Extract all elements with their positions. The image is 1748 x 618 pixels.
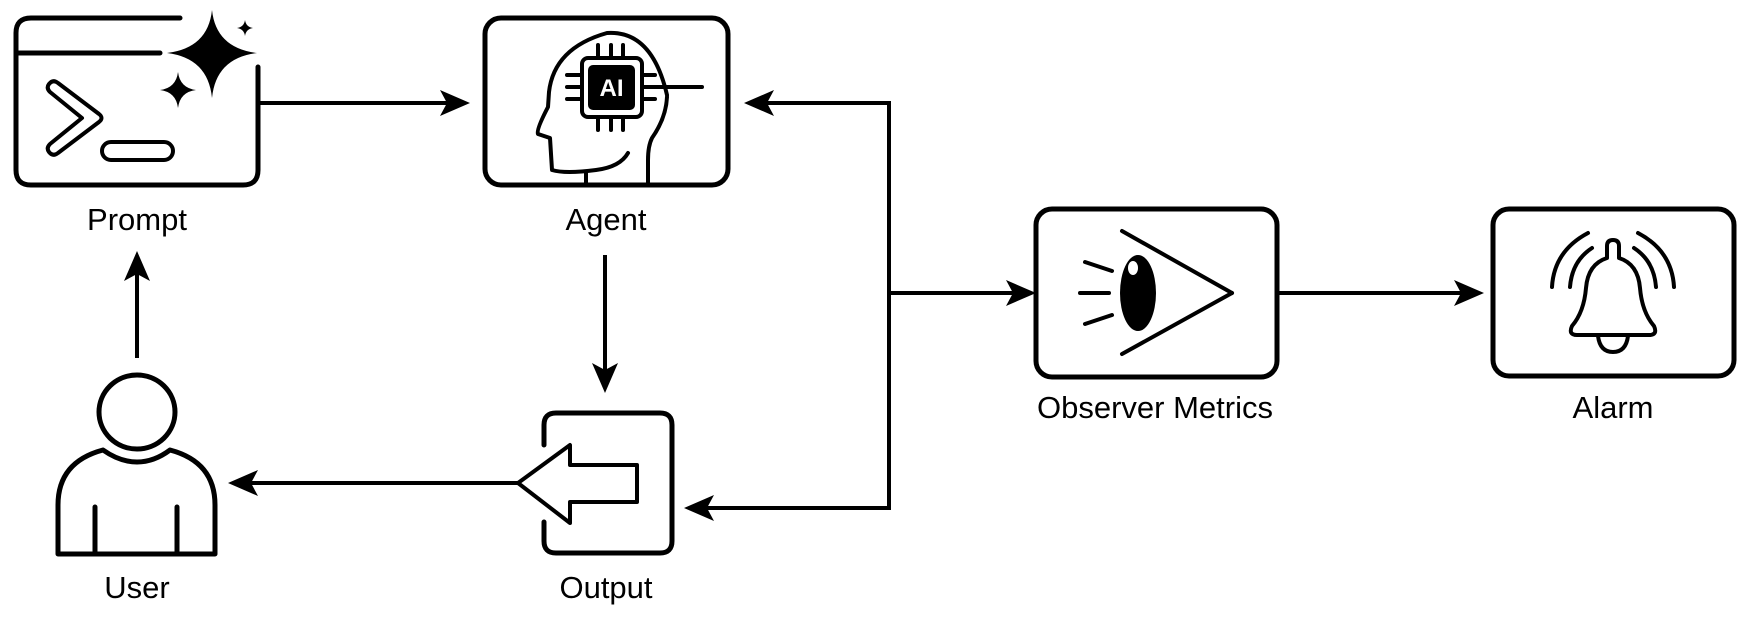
- prompt-chevron-icon: [45, 79, 104, 157]
- sparkle-small-icon: [160, 72, 196, 108]
- edge-agent-to-output: [592, 255, 618, 393]
- output-frame: [541, 410, 675, 556]
- bell-body: [1568, 238, 1658, 337]
- sparkle-tiny-icon: [237, 20, 253, 36]
- node-agent[interactable]: AI Agent: [482, 15, 731, 237]
- eye-icon: [1078, 229, 1234, 356]
- agent-box: [482, 15, 731, 188]
- node-label-agent: Agent: [565, 202, 646, 237]
- head-profile: [535, 30, 669, 174]
- user-head: [96, 372, 178, 452]
- observer-box: [1033, 206, 1280, 380]
- terminal-sparkle-icon: [13, 10, 261, 188]
- ring-wave-left-inner: [1568, 246, 1594, 289]
- arrowhead-to-agent: [744, 90, 774, 116]
- edge-feedback-bracket: [684, 90, 891, 521]
- ring-wave-right-inner: [1632, 246, 1658, 289]
- output-arrow-icon: [516, 410, 675, 556]
- node-label-observer-metrics: Observer Metrics: [1037, 390, 1273, 425]
- node-user[interactable]: User: [55, 372, 218, 605]
- edge-prompt-to-agent: [258, 90, 470, 116]
- sparkle-large-icon: [167, 10, 257, 98]
- bell-clapper: [1596, 334, 1630, 354]
- alarm-box: [1490, 206, 1737, 379]
- node-label-prompt: Prompt: [87, 202, 187, 237]
- user-icon: [55, 372, 218, 557]
- edge-bracket-to-observer: [889, 280, 1036, 306]
- edge-observer-to-alarm: [1277, 280, 1484, 306]
- prompt-cursor-icon: [100, 140, 175, 162]
- chip-ai-text: AI: [600, 75, 624, 102]
- bell-ringing-icon: [1550, 231, 1676, 354]
- node-label-output: Output: [559, 570, 652, 605]
- node-prompt[interactable]: Prompt: [13, 10, 261, 237]
- ai-head-chip-icon: AI: [535, 30, 704, 187]
- edge-user-to-prompt: [124, 251, 150, 358]
- node-output[interactable]: Output: [516, 410, 675, 605]
- node-label-alarm: Alarm: [1573, 390, 1654, 425]
- edge-output-to-user: [228, 470, 518, 496]
- eye-pupil: [1120, 255, 1156, 331]
- ring-wave-right-outer: [1636, 231, 1676, 289]
- prompt-window-frame: [13, 15, 261, 188]
- arrowhead-to-output: [684, 495, 714, 521]
- node-observer-metrics[interactable]: Observer Metrics: [1033, 206, 1280, 425]
- node-label-user: User: [104, 570, 169, 605]
- ring-wave-left-outer: [1550, 231, 1590, 289]
- chip-core: [588, 65, 635, 110]
- user-body: [55, 447, 218, 557]
- eye-highlight: [1128, 261, 1138, 275]
- node-alarm[interactable]: Alarm: [1490, 206, 1737, 425]
- output-hollow-arrow: [516, 443, 639, 525]
